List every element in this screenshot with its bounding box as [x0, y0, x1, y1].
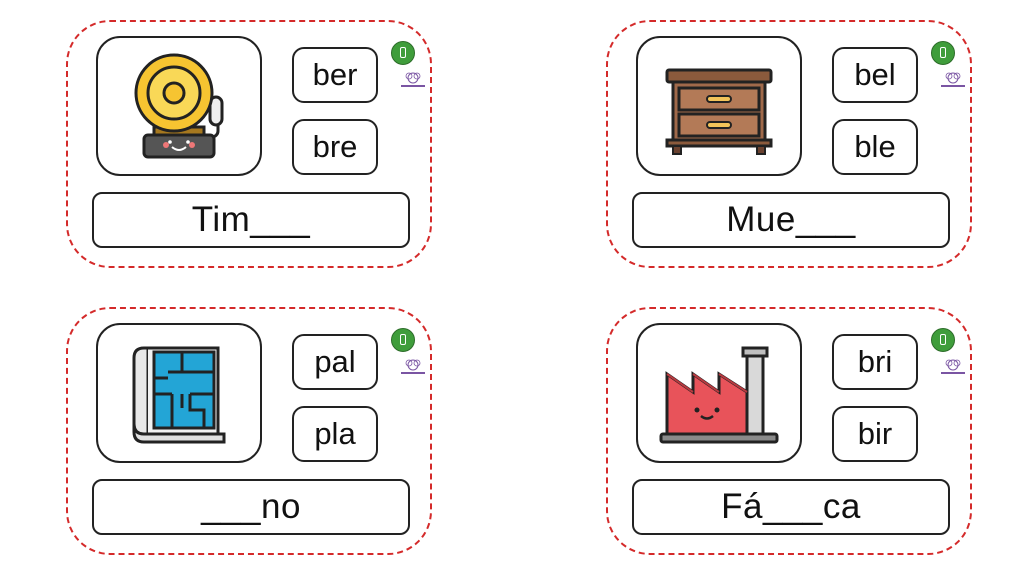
- picture-frame: [636, 323, 802, 463]
- green-logo-icon: [391, 328, 415, 352]
- factory-icon: [659, 346, 779, 444]
- alarm-bell-icon: [134, 53, 224, 159]
- option-a-button[interactable]: bel: [832, 47, 918, 103]
- purple-flower-logo-icon: [401, 359, 425, 374]
- green-logo-icon: [931, 41, 955, 65]
- green-logo-icon: [931, 328, 955, 352]
- word-blank: Mue___: [632, 192, 950, 248]
- word-blank: Fá___ca: [632, 479, 950, 535]
- syllable-card-dresser: bel ble Mue___: [606, 20, 972, 268]
- picture-frame: [636, 36, 802, 176]
- green-logo-icon: [391, 41, 415, 65]
- syllable-card-bell: ber bre Tim___: [66, 20, 432, 268]
- word-blank: Tim___: [92, 192, 410, 248]
- syllable-card-factory: bri bir Fá___ca: [606, 307, 972, 555]
- purple-flower-logo-icon: [941, 359, 965, 374]
- option-b-button[interactable]: ble: [832, 119, 918, 175]
- option-b-button[interactable]: bre: [292, 119, 378, 175]
- purple-flower-logo-icon: [941, 72, 965, 87]
- syllable-card-blueprint: pal pla ___no: [66, 307, 432, 555]
- picture-frame: [96, 323, 262, 463]
- word-blank: ___no: [92, 479, 410, 535]
- option-a-button[interactable]: ber: [292, 47, 378, 103]
- option-b-button[interactable]: bir: [832, 406, 918, 462]
- option-a-button[interactable]: pal: [292, 334, 378, 390]
- picture-frame: [96, 36, 262, 176]
- option-b-button[interactable]: pla: [292, 406, 378, 462]
- option-a-button[interactable]: bri: [832, 334, 918, 390]
- dresser-icon: [665, 68, 773, 155]
- purple-flower-logo-icon: [401, 72, 425, 87]
- blueprint-icon: [132, 346, 226, 444]
